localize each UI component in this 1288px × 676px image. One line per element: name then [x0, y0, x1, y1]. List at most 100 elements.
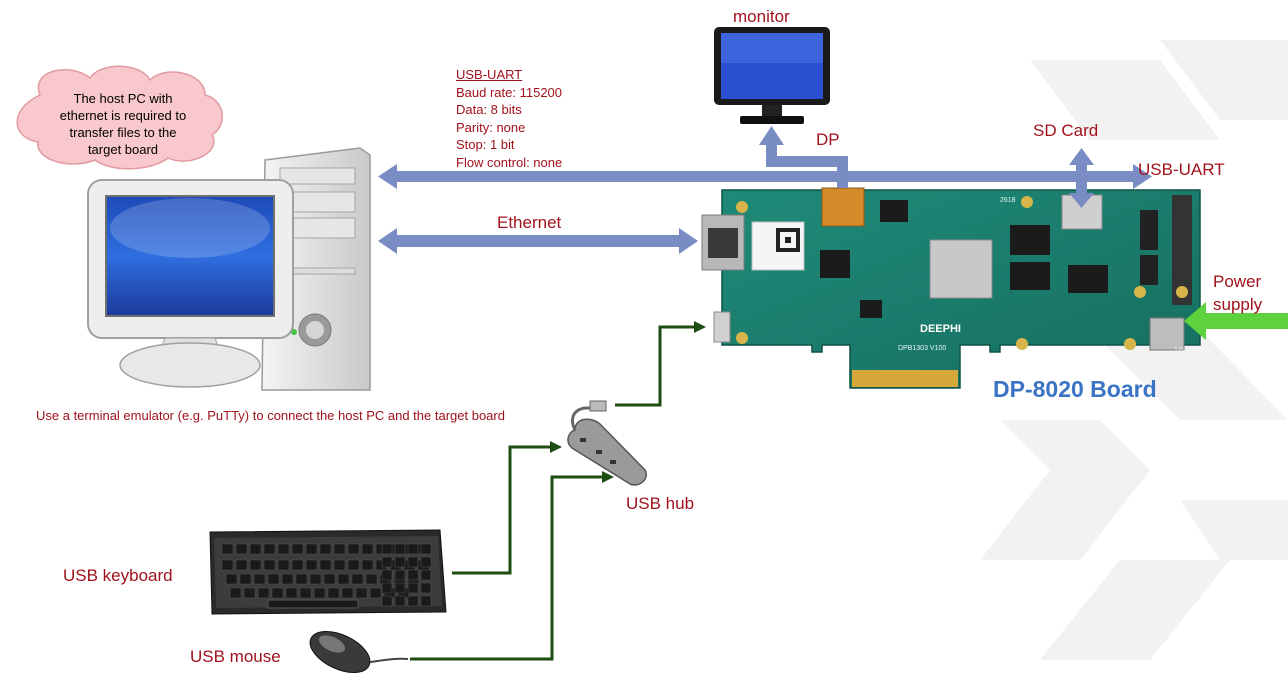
keyboard-key: [337, 573, 350, 585]
keyboard-numpad-key: [420, 543, 432, 555]
keyboard-key: [361, 559, 374, 571]
keyboard-spacebar: [267, 599, 359, 609]
keyboard-key: [277, 543, 290, 555]
board-silk-brand: DEEPHI: [920, 323, 961, 335]
keyboard-key: [235, 559, 248, 571]
keyboard-key: [365, 573, 378, 585]
ethernet-label: Ethernet: [497, 213, 562, 232]
keyboard-numpad-key: [420, 582, 432, 594]
keyboard-numpad-key: [407, 543, 419, 555]
mouse-to-hub-cable: [410, 475, 607, 661]
keyboard-key: [239, 573, 252, 585]
cloud-note-line-2: ethernet is required to: [59, 108, 187, 123]
board-silk-voltage: 12V: [1174, 347, 1187, 354]
cloud-note-line-3: transfer files to the: [69, 125, 177, 140]
keyboard-key: [285, 587, 298, 599]
usb-uart-baud: Baud rate: 115200: [456, 84, 563, 100]
usb-uart-settings-title: USB-UART: [456, 67, 523, 82]
monitor-label: monitor: [733, 7, 790, 26]
keyboard-numpad-key: [407, 556, 419, 568]
keyboard-numpad-key: [381, 556, 393, 568]
dp-label: DP: [816, 130, 840, 149]
keyboard-key: [319, 543, 332, 555]
keyboard-key: [263, 543, 276, 555]
keyboard-numpad-key: [381, 543, 393, 555]
keyboard-key: [291, 543, 304, 555]
keyboard-key: [347, 559, 360, 571]
keyboard-key: [361, 543, 374, 555]
usb-uart-data: Data: 8 bits: [456, 102, 522, 117]
keyboard-key: [249, 559, 262, 571]
keyboard-numpad-key: [394, 569, 406, 581]
ethernet-arrow: [378, 228, 698, 254]
usb-uart-settings: USB-UART Baud rate: 115200 Data: 8 bits …: [456, 66, 562, 171]
keyboard-key: [313, 587, 326, 599]
keyboard-numpad-key: [407, 595, 419, 607]
usb-cables: [410, 321, 706, 661]
keyboard-key: [263, 559, 276, 571]
keyboard-key: [271, 587, 284, 599]
usb-uart-arrow: [378, 164, 1152, 189]
keyboard-numpad-key: [381, 582, 393, 594]
keyboard-numpad-key: [394, 582, 406, 594]
board-title: DP-8020 Board: [993, 376, 1157, 402]
keyboard-key: [319, 559, 332, 571]
keyboard-key: [249, 543, 262, 555]
keyboard-numpad-key: [420, 556, 432, 568]
terminal-emulator-note: Use a terminal emulator (e.g. PuTTy) to …: [36, 408, 505, 423]
usb-uart-parity: Parity: none: [456, 119, 526, 135]
dp-arrow: [759, 126, 848, 188]
board-silk-code: 2618: [1000, 197, 1016, 204]
usb-uart-label: USB-UART: [1138, 160, 1225, 179]
keyboard-key: [369, 587, 382, 599]
keyboard-key: [355, 587, 368, 599]
keyboard-keys: [221, 543, 432, 609]
keyboard-key: [299, 587, 312, 599]
keyboard-key: [281, 573, 294, 585]
cloud-note-line-4: target board: [87, 142, 159, 157]
usb-uart-flow: Flow control: none: [456, 154, 563, 170]
usb-mouse-device: [309, 630, 409, 674]
keyboard-key: [229, 587, 242, 599]
power-supply-arrow: [1184, 302, 1288, 340]
keyboard-numpad-key: [394, 543, 406, 555]
keyboard-numpad-key: [407, 582, 419, 594]
sd-card-arrow: [1069, 148, 1094, 208]
power-supply-label-line-1: Power: [1213, 272, 1262, 291]
usb-mouse-label: USB mouse: [190, 647, 281, 666]
keyboard-numpad-key: [394, 556, 406, 568]
keyboard-numpad-key: [407, 569, 419, 581]
keyboard-key: [323, 573, 336, 585]
power-supply-label-line-2: supply: [1213, 295, 1263, 314]
keyboard-key: [243, 587, 256, 599]
keyboard-numpad-key: [420, 595, 432, 607]
board-silk-model: DPB1303 V100: [898, 345, 946, 352]
target-board: DEEPHI DPB1303 V100 12V 2618: [701, 187, 1201, 389]
hub-to-board-cable: [615, 325, 700, 407]
keyboard-numpad-key: [420, 569, 432, 581]
keyboard-key: [309, 573, 322, 585]
usb-uart-stop: Stop: 1 bit: [456, 137, 515, 152]
keyboard-key: [225, 573, 238, 585]
usb-keyboard-label: USB keyboard: [63, 566, 173, 585]
keyboard-key: [257, 587, 270, 599]
keyboard-key: [291, 559, 304, 571]
keyboard-key: [341, 587, 354, 599]
keyboard-key: [277, 559, 290, 571]
keyboard-to-hub-cable: [452, 445, 555, 575]
power-supply-label: Power supply: [1213, 270, 1262, 316]
keyboard-key: [351, 573, 364, 585]
sd-card-label: SD Card: [1033, 121, 1099, 140]
cloud-note-text: The host PC with ethernet is required to…: [38, 90, 208, 158]
monitor-device: [714, 27, 830, 124]
keyboard-key: [333, 559, 346, 571]
keyboard-key: [295, 573, 308, 585]
cloud-note-line-1: The host PC with: [73, 91, 173, 106]
background-chevrons: [980, 40, 1288, 660]
keyboard-key: [221, 559, 234, 571]
keyboard-key: [235, 543, 248, 555]
keyboard-key: [347, 543, 360, 555]
keyboard-key: [305, 543, 318, 555]
keyboard-key: [221, 543, 234, 555]
